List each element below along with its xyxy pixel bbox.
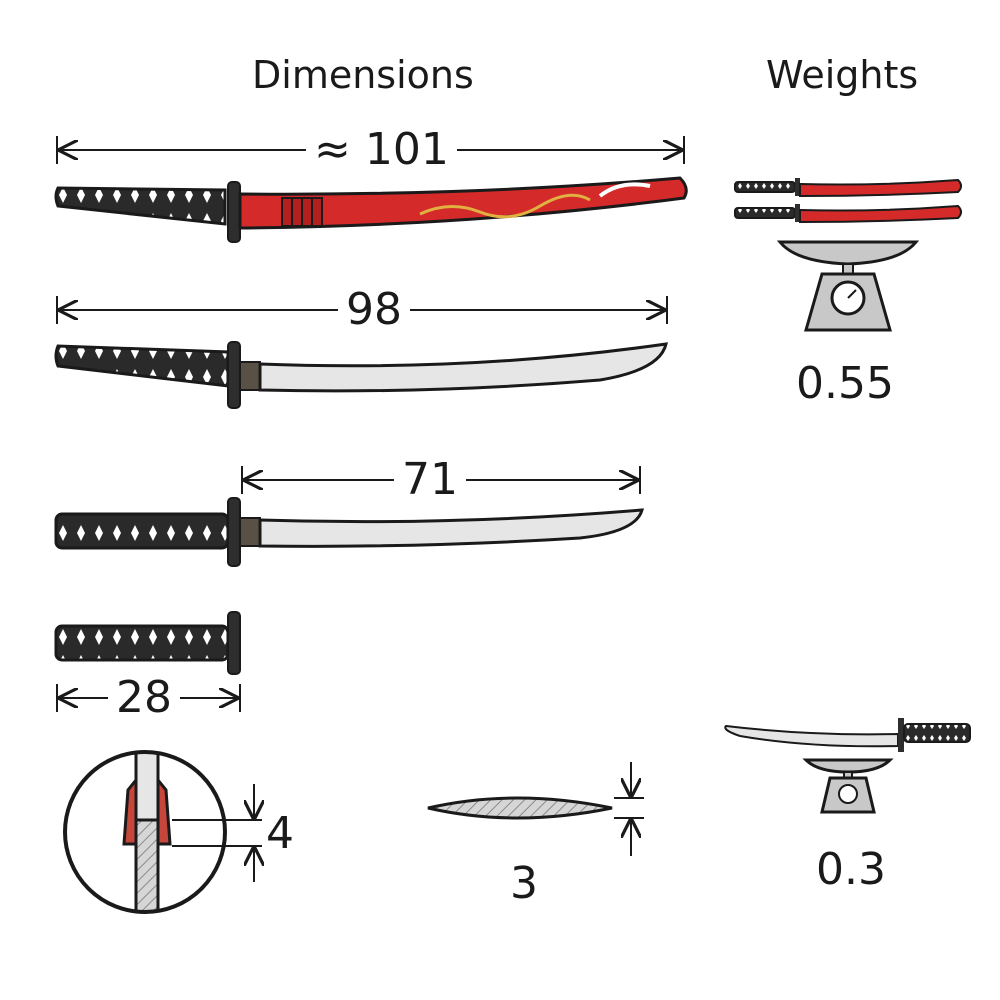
katana-blade-view (54, 497, 645, 567)
blade-cross-section (427, 762, 644, 856)
tsuba-guard (227, 181, 241, 243)
blade-length-label: 71 (394, 458, 466, 502)
blade (258, 342, 668, 393)
mini-sheathed-katana-1 (734, 178, 962, 198)
overall-sword-label: 98 (338, 288, 410, 332)
handle-wrap (54, 186, 227, 226)
handle-view (54, 611, 241, 675)
sheathed-katana (54, 176, 688, 243)
scabbard (238, 176, 688, 230)
unsheathed-katana (54, 341, 668, 409)
dimensions-heading: Dimensions (252, 53, 474, 97)
handle-length-label: 28 (108, 676, 180, 720)
blade-thickness-label: 3 (502, 862, 546, 906)
scale-with-single-katana (724, 718, 971, 814)
weights-heading: Weights (766, 53, 919, 97)
pair-weight-label: 0.55 (796, 358, 894, 409)
overall-sheathed-label: ≈ 101 (306, 128, 457, 172)
scale-with-pair (734, 178, 962, 332)
mini-sheathed-katana-2 (734, 204, 962, 224)
single-weight-label: 0.3 (816, 844, 886, 895)
blade-base-detail (63, 750, 262, 914)
blade-base-thickness-label: 4 (262, 812, 298, 856)
